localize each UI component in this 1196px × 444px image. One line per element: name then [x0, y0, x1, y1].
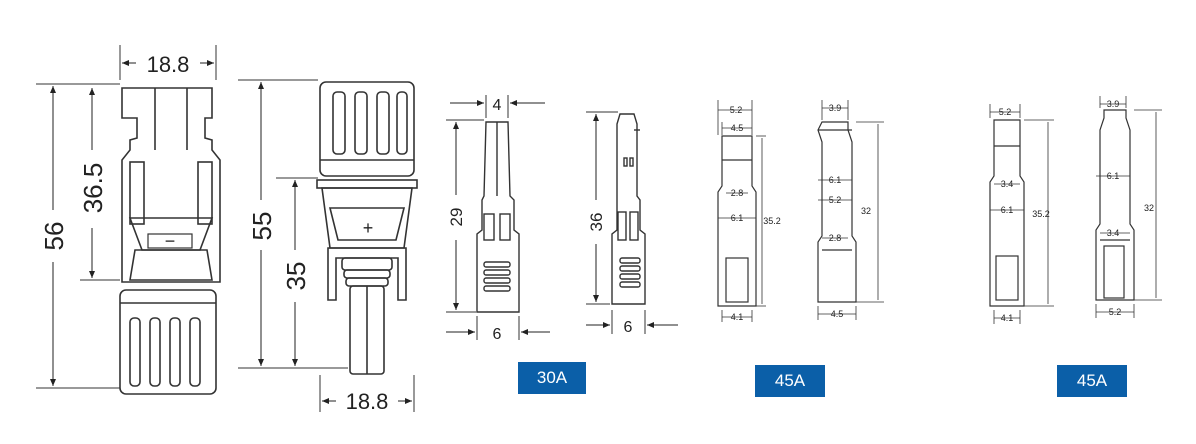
female-total-height-dim: 56: [39, 222, 69, 251]
c451-d11: 32: [861, 206, 871, 216]
c452-d10: 5.2: [1109, 307, 1122, 317]
c451-d10: 2.8: [829, 233, 842, 243]
contact-30a-pin-height-dim: 29: [447, 208, 466, 227]
contact-30a-socket-width-dim: 6: [624, 319, 633, 336]
male-connector: [316, 81, 418, 375]
c451-d9: 5.2: [829, 195, 842, 205]
c451-d2: 4.5: [731, 123, 744, 133]
contact-30a-top-dim: 4: [493, 97, 502, 114]
c451-d5: 35.2: [763, 216, 781, 226]
contact-30a-socket-height-dim: 36: [587, 213, 606, 232]
c451-d6: 4.1: [731, 312, 744, 322]
c451-d7: 3.9: [829, 103, 842, 113]
c452-d5: 4.1: [1001, 313, 1014, 323]
contact-30a-pin-width-dim: 6: [493, 326, 502, 343]
badge-45a-2: 45A: [1057, 365, 1127, 397]
contact-45a-2-pin-dims: [1095, 96, 1162, 318]
contact-45a-1-pin-dims: [817, 100, 884, 320]
c452-d7: 6.1: [1107, 171, 1120, 181]
c451-d4: 6.1: [731, 213, 744, 223]
contact-45a-2-dims: [989, 104, 1054, 324]
c452-d6: 3.9: [1107, 99, 1120, 109]
male-polarity-label: +: [363, 218, 374, 238]
contact-30a-socket: [611, 113, 646, 305]
c451-d3: 2.8: [731, 188, 744, 198]
male-total-height-dim: 55: [247, 212, 277, 241]
badge-45a-1: 45A: [755, 365, 825, 397]
male-width-dim: 18.8: [346, 389, 389, 414]
female-polarity-label: −: [165, 231, 176, 251]
c452-d8: 3.4: [1107, 228, 1120, 238]
male-inner-height-dim: 35: [281, 262, 311, 291]
badge-30a: 30A: [518, 362, 586, 394]
c452-d4: 35.2: [1032, 209, 1050, 219]
c452-d1: 5.2: [999, 107, 1012, 117]
female-connector: [119, 87, 221, 395]
female-inner-height-dim: 36.5: [78, 163, 108, 214]
c451-d8: 6.1: [829, 175, 842, 185]
c452-d9: 32: [1144, 203, 1154, 213]
contact-45a-2-pin: [1095, 109, 1135, 301]
contact-45a-1-pin: [817, 121, 857, 303]
contact-30a-pin: [476, 121, 520, 313]
contact-45a-1-dims: [717, 100, 766, 322]
c452-d2: 3.4: [1001, 179, 1014, 189]
c452-d3: 6.1: [1001, 205, 1014, 215]
c451-d12: 4.5: [831, 309, 844, 319]
female-width-dim: 18.8: [147, 52, 190, 77]
c451-d1: 5.2: [730, 105, 743, 115]
